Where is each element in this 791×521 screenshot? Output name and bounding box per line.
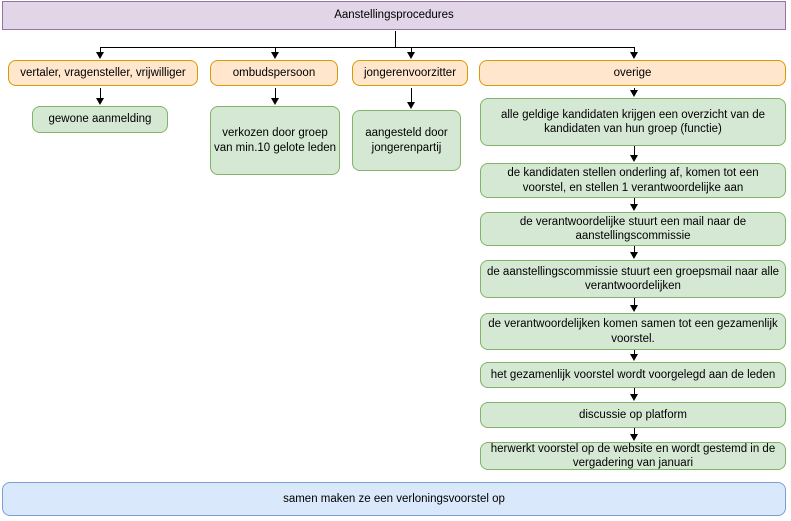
edge-root-trunk (395, 31, 396, 47)
node-step-7: discussie op platform (480, 402, 786, 428)
edge-step-4-5 (634, 298, 635, 305)
node-footer-verloningsvoorstel: samen maken ze een verloningsvoorstel op (2, 482, 786, 516)
edge-step-1-2 (634, 146, 635, 155)
arrow-down-icon (630, 52, 638, 59)
node-overige: overige (479, 60, 786, 86)
arrow-down-icon (630, 434, 638, 441)
arrow-down-icon (630, 394, 638, 401)
node-aangesteld-door-jongerenpartij: aangesteld door jongerenpartij (352, 110, 461, 171)
node-vertaler-vragensteller-vrijwilliger: vertaler, vragensteller, vrijwilliger (8, 60, 198, 86)
arrow-down-icon (630, 204, 638, 211)
edge-branch-rail (100, 47, 635, 48)
edge-step-2-3 (634, 198, 635, 204)
edge-branch-3 (411, 47, 412, 53)
node-ombudspersoon: ombudspersoon (210, 60, 338, 86)
edge-step-7-8 (634, 428, 635, 434)
node-root-aanstellingsprocedures: Aanstellingsprocedures (2, 1, 786, 30)
arrow-down-icon (407, 52, 415, 59)
arrow-down-icon (630, 354, 638, 361)
arrow-down-icon (630, 90, 638, 97)
node-gewone-aanmelding: gewone aanmelding (32, 106, 168, 133)
node-step-6: het gezamenlijk voorstel wordt voorgeleg… (480, 362, 786, 388)
node-step-4: de aanstellingscommissie stuurt een groe… (480, 260, 786, 298)
arrow-down-icon (271, 98, 279, 105)
arrow-down-icon (630, 155, 638, 162)
node-step-8: herwerkt voorstel op de website en wordt… (480, 442, 786, 470)
arrow-down-icon (630, 305, 638, 312)
edge-step-6-7 (634, 388, 635, 394)
edge-step-3-4 (634, 246, 635, 252)
node-jongerenvoorzitter: jongerenvoorzitter (352, 60, 468, 86)
node-step-1: alle geldige kandidaten krijgen een over… (480, 98, 786, 146)
arrow-down-icon (96, 52, 104, 59)
node-step-3: de verantwoordelijke stuurt een mail naa… (480, 212, 786, 246)
edge-step-5-6 (634, 350, 635, 354)
arrow-down-icon (96, 98, 104, 105)
node-step-5: de verantwoordelijken komen samen tot ee… (480, 313, 786, 350)
arrow-down-icon (271, 52, 279, 59)
edge-ombudspersoon-child (275, 88, 276, 98)
edge-overige-step1 (634, 88, 635, 91)
arrow-down-icon (630, 252, 638, 259)
arrow-down-icon (407, 102, 415, 109)
node-verkozen-door-groep: verkozen door groep van min.10 gelote le… (210, 106, 340, 175)
edge-branch-1 (100, 47, 101, 53)
edge-branch-2 (275, 47, 276, 53)
edge-branch-4 (634, 47, 635, 53)
node-step-2: de kandidaten stellen onderling af, kome… (480, 163, 786, 198)
edge-vertaler-child (100, 88, 101, 98)
edge-jongerenvoorzitter-child (411, 88, 412, 102)
